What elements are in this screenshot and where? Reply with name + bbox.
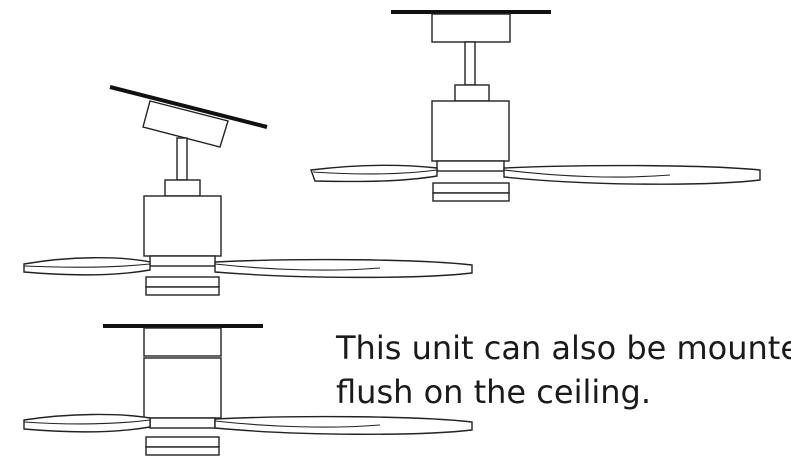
downrod	[464, 41, 476, 86]
caption-line-2: flush on the ceiling.	[336, 373, 651, 411]
canopy	[143, 327, 222, 357]
motor-lower-ring	[149, 255, 216, 267]
light-kit	[432, 182, 510, 194]
light-kit	[145, 436, 220, 448]
fan-sloped-ceiling-mount	[23, 85, 473, 296]
downrod	[176, 137, 188, 181]
motor-housing	[143, 195, 222, 257]
fan-flush-mount	[23, 324, 473, 456]
fan-blades	[23, 413, 473, 435]
fan-blades	[310, 164, 761, 185]
fan-blades	[23, 257, 473, 279]
motor-lower-ring	[436, 160, 505, 172]
flush-mount-caption: This unit can also be mounted flush on t…	[336, 326, 791, 414]
motor-housing	[143, 357, 222, 419]
light-lens	[145, 446, 220, 456]
light-lens	[145, 286, 220, 296]
motor-housing	[431, 100, 510, 162]
canopy	[431, 13, 511, 43]
caption-line-1: This unit can also be mounted	[336, 329, 791, 367]
downrod-coupler	[164, 179, 201, 197]
downrod-coupler	[454, 84, 490, 102]
motor-lower-ring	[149, 417, 216, 429]
sloped-ceiling-line	[109, 85, 268, 129]
light-lens	[432, 192, 510, 202]
canopy	[142, 100, 229, 148]
light-kit	[145, 276, 220, 288]
fan-downrod-mount	[310, 10, 761, 202]
